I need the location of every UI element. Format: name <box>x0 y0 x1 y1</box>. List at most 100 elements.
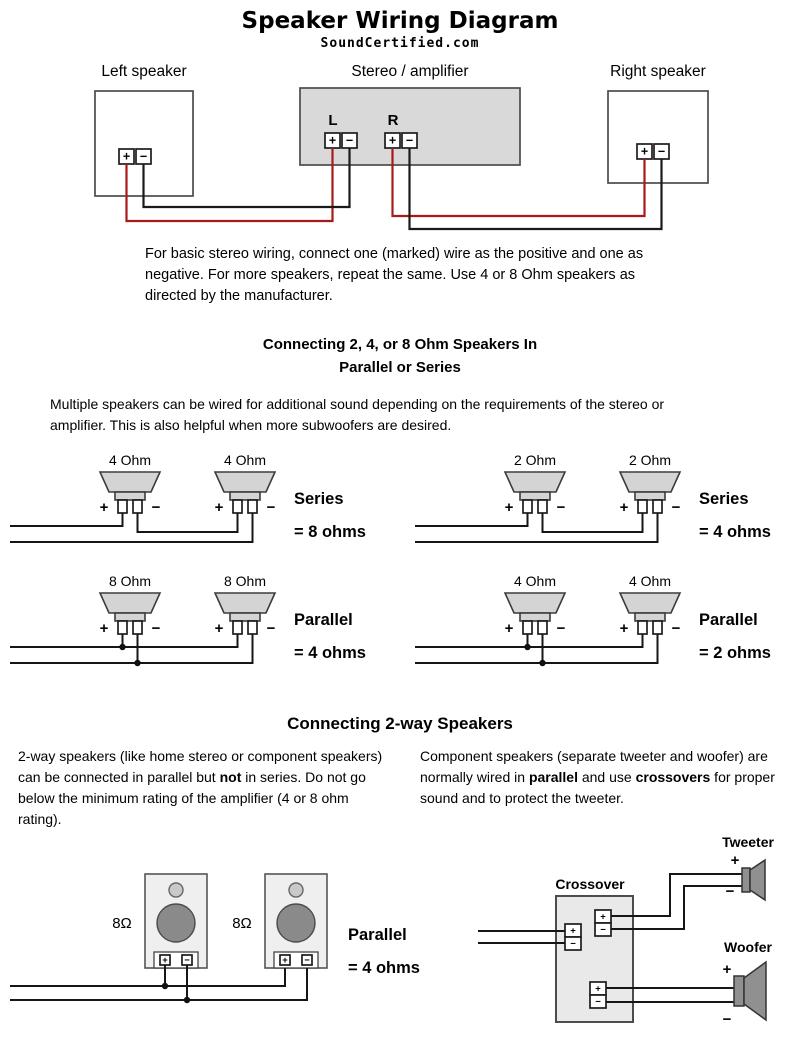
two-way-parallel-diagram: 8Ω 8Ω + − <box>10 866 458 1016</box>
speaker-icon <box>213 470 277 517</box>
diagram-result-labels: Series = 4 ohms <box>699 452 785 542</box>
positive-rail-wire <box>10 967 286 987</box>
tweeter-positive-wire <box>611 872 742 917</box>
impedance-result-label: = 4 ohms <box>348 958 420 977</box>
wiring-mode-label: Parallel <box>348 925 407 944</box>
diagram-result-labels: Parallel = 2 ohms <box>699 573 785 663</box>
plus-glyph: + <box>282 955 288 966</box>
cabinet-parallel-svg: 8Ω 8Ω + − <box>10 872 328 1003</box>
minus-glyph: − <box>184 955 190 966</box>
tweeter-label: Tweeter <box>722 834 774 850</box>
junction-dot <box>119 643 126 650</box>
tweeter-output-terminal <box>594 908 612 937</box>
speaker-icon <box>98 470 162 517</box>
speaker-icon <box>618 591 682 638</box>
woofer-label: Woofer <box>724 939 773 955</box>
wiring-mode-label: Series <box>294 489 344 508</box>
page-title: Speaker Wiring Diagram <box>241 8 559 34</box>
site-name: SoundCertified.com <box>320 36 480 51</box>
woofer-circle <box>276 902 316 943</box>
series-diagram-8ohms: 4 Ohm 4 Ohm Series = 8 ohms <box>10 452 380 549</box>
positive-wire-right <box>391 148 646 218</box>
return-wire <box>10 512 254 543</box>
speaker-wiring-page: Speaker Wiring Diagram SoundCertified.co… <box>0 8 800 1064</box>
left-speaker-label: Left speaker <box>101 63 186 80</box>
series-diagram-4ohms: 2 Ohm 2 Ohm Series = 4 ohms <box>415 452 785 549</box>
plus-glyph: + <box>731 852 740 869</box>
woofer-cone <box>743 960 767 1022</box>
speaker-icon <box>213 591 277 638</box>
section-heading-series-parallel: Connecting 2, 4, or 8 Ohm Speakers In Pa… <box>0 333 800 380</box>
speaker2-impedance-label: 4 Ohm <box>224 452 266 468</box>
positive-wire-left <box>125 148 334 223</box>
positive-rail-wire <box>415 633 644 648</box>
plus-glyph: + <box>723 961 732 978</box>
diagram-result-labels: Parallel = 4 ohms <box>294 573 380 663</box>
parallel-wiring-svg: 8 Ohm 8 Ohm <box>10 573 277 666</box>
two-way-diagrams-row: 8Ω 8Ω + − <box>0 832 800 1032</box>
series-wiring-svg: 4 Ohm 4 Ohm <box>10 452 277 543</box>
wiring-mode-label: Parallel <box>294 610 353 629</box>
speaker1-impedance-label: 8 Ohm <box>109 573 151 589</box>
plus-glyph: + <box>162 955 168 966</box>
crossover-input-terminal <box>564 922 582 951</box>
crossover-label: Crossover <box>555 876 625 892</box>
minus-glyph: − <box>723 1011 732 1028</box>
parallel-diagrams-row: 8 Ohm 8 Ohm Parallel = 4 ohms 4 Ohm 4 Oh… <box>0 573 800 670</box>
speaker-icon <box>98 591 162 638</box>
negative-rail-wire <box>10 633 254 664</box>
cabinet-speaker-icon: + − <box>144 872 208 969</box>
right-speaker-label: Right speaker <box>610 63 706 80</box>
junction-dot <box>183 996 191 1003</box>
basic-wiring-caption: For basic stereo wiring, connect one (ma… <box>145 246 644 305</box>
tweeter-icon: + − <box>726 852 766 901</box>
left-channel-wires <box>125 148 351 223</box>
channel-l-label: L <box>328 112 337 129</box>
wiring-mode-label: Parallel <box>699 610 758 629</box>
parallel-diagram-4ohms: 8 Ohm 8 Ohm Parallel = 4 ohms <box>10 573 380 670</box>
tweeter-cone <box>749 858 766 901</box>
negative-rail-wire <box>10 967 308 1001</box>
series-parallel-intro: Multiple speakers can be wired for addit… <box>50 395 665 433</box>
feed-wire <box>10 512 124 527</box>
cabinet-speaker-icon: + − <box>264 872 328 969</box>
negative-rail-wire <box>415 633 659 664</box>
right-channel-wires <box>391 148 663 231</box>
parallel-diagram-2ohms: 4 Ohm 4 Ohm Parallel = 2 ohms <box>415 573 785 670</box>
negative-wire-left <box>142 148 351 209</box>
tweeter-circle <box>168 881 184 898</box>
section-heading-two-way: Connecting 2-way Speakers <box>287 713 513 733</box>
positive-rail-wire <box>10 633 239 648</box>
basic-stereo-wiring-diagram: Left speaker Stereo / amplifier Right sp… <box>94 63 709 231</box>
speaker2-impedance-label: 4 Ohm <box>629 573 671 589</box>
tweeter-magnet <box>741 866 751 893</box>
two-way-text-left: 2-way speakers (like home stereo or comp… <box>18 747 383 827</box>
minus-glyph: − <box>304 955 310 966</box>
amplifier-label: Stereo / amplifier <box>351 63 468 80</box>
speaker2-impedance-label: 2 Ohm <box>629 452 671 468</box>
two-way-text-columns: 2-way speakers (like home stereo or comp… <box>0 746 800 830</box>
heading-line2: Parallel or Series <box>339 359 461 377</box>
channel-r-label: R <box>388 112 399 129</box>
diagram-result-labels: Parallel = 4 ohms <box>348 866 458 1016</box>
speaker-icon <box>503 470 567 517</box>
impedance-result-label: = 8 ohms <box>294 522 366 541</box>
return-wire <box>415 512 659 543</box>
speaker1-impedance-label: 2 Ohm <box>514 452 556 468</box>
junction-dot <box>161 982 169 989</box>
minus-glyph: − <box>726 883 735 900</box>
tweeter-circle <box>288 881 304 898</box>
right-speaker-box <box>607 90 709 184</box>
series-link-wire <box>541 512 644 533</box>
junction-dot <box>134 659 141 666</box>
woofer-output-terminal <box>589 980 607 1009</box>
impedance-result-label: = 4 ohms <box>699 522 771 541</box>
woofer-icon: + − <box>723 960 767 1028</box>
negative-wire-right <box>408 148 663 231</box>
impedance-result-label: = 2 ohms <box>699 643 771 662</box>
woofer-circle <box>156 902 196 943</box>
series-link-wire <box>136 512 239 533</box>
two-way-text-right: Component speakers (separate tweeter and… <box>420 747 775 806</box>
feed-wire <box>415 512 529 527</box>
woofer-magnet <box>733 974 745 1007</box>
